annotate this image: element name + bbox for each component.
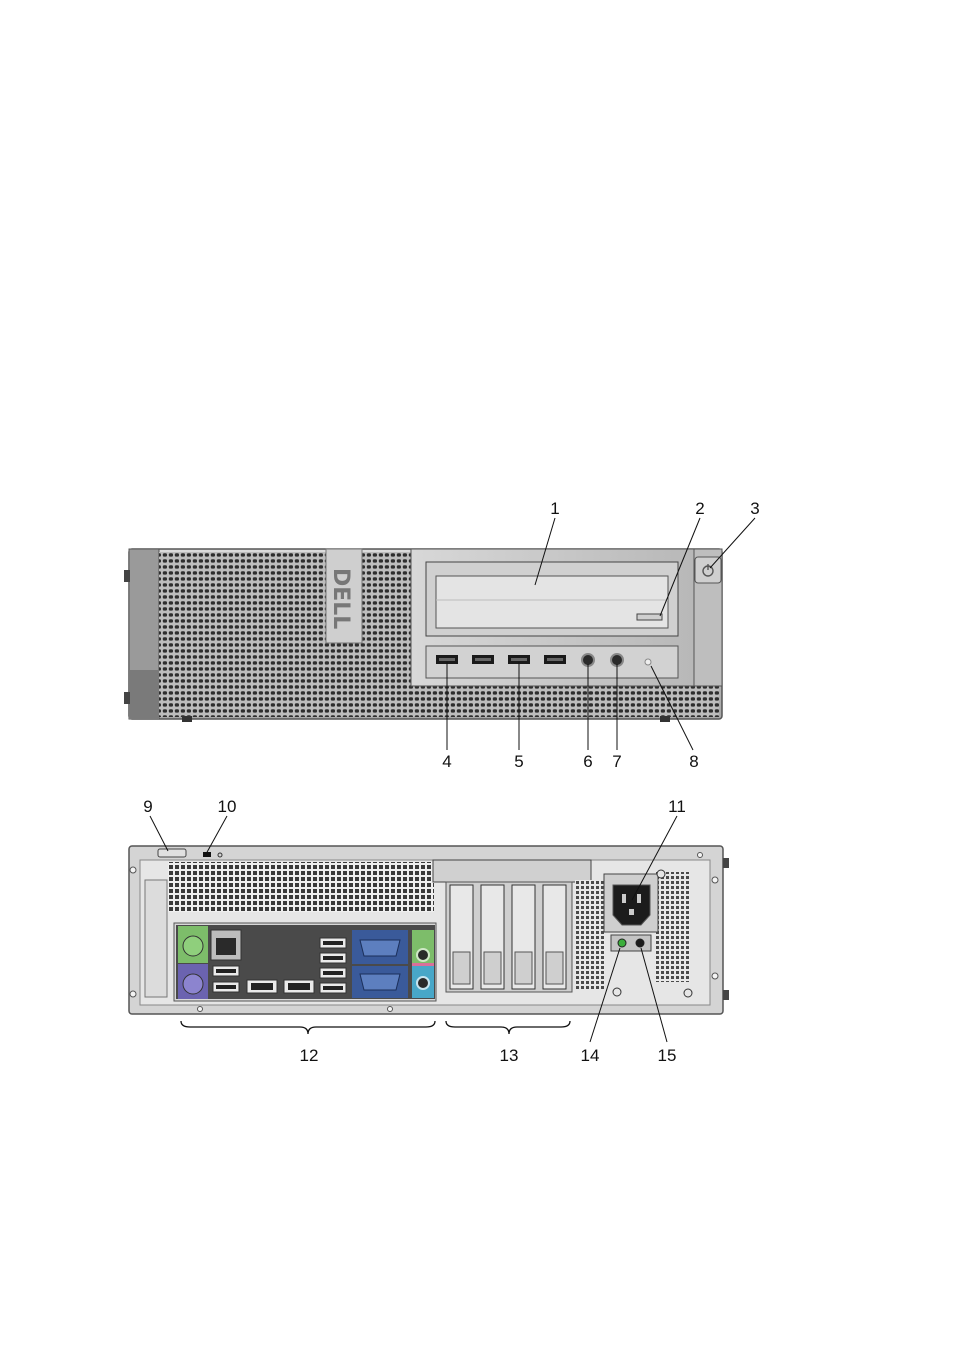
- dell-logo: DELL: [328, 568, 353, 629]
- power-supply-diagnostic-light-icon: [618, 939, 626, 947]
- callout-9: 9: [143, 797, 152, 816]
- callout-5: 5: [514, 752, 523, 771]
- usb-port-icon[interactable]: [472, 655, 494, 664]
- callout-7: 7: [612, 752, 621, 771]
- callout-14: 14: [581, 1046, 600, 1065]
- optical-drive-eject-button[interactable]: [637, 614, 662, 620]
- ps2-mouse-connector[interactable]: [183, 936, 203, 956]
- front-view: DELL: [124, 499, 760, 771]
- callout-11: 11: [668, 797, 686, 816]
- callout-4: 4: [442, 752, 451, 771]
- brace-12: [181, 1021, 435, 1034]
- callout-6: 6: [583, 752, 592, 771]
- psu-vent: [655, 872, 690, 982]
- usb-port-icon[interactable]: [320, 953, 346, 963]
- callout-8: 8: [689, 752, 698, 771]
- callout-15: 15: [658, 1046, 677, 1065]
- usb-port-icon[interactable]: [213, 966, 239, 976]
- usb-port-icon[interactable]: [320, 938, 346, 948]
- power-connector-icon[interactable]: [613, 885, 650, 925]
- usb-port-icon[interactable]: [544, 655, 566, 664]
- usb-port-icon[interactable]: [213, 982, 239, 992]
- back-top-vent: [168, 862, 434, 912]
- callout-1: 1: [550, 499, 559, 518]
- callout-3: 3: [750, 499, 759, 518]
- expansion-card-bracket: [433, 860, 591, 882]
- front-vent-mesh: [159, 552, 411, 717]
- vga-connector[interactable]: [360, 974, 400, 990]
- power-supply-test-button-icon[interactable]: [636, 939, 644, 947]
- ps2-keyboard-connector[interactable]: [183, 974, 203, 994]
- brace-13: [446, 1021, 570, 1034]
- front-left-bezel-base: [129, 670, 159, 719]
- back-side-vent: [575, 880, 605, 990]
- usb-port-icon[interactable]: [320, 983, 346, 993]
- line-in-connector[interactable]: [417, 977, 429, 989]
- displayport-connector[interactable]: [284, 980, 314, 993]
- padlock-ring-icon[interactable]: [158, 849, 186, 857]
- displayport-connector[interactable]: [247, 980, 277, 993]
- front-vent-mesh-lower: [411, 686, 719, 717]
- callout-13: 13: [500, 1046, 519, 1065]
- line-out-connector[interactable]: [417, 949, 429, 961]
- optical-drive: [436, 576, 668, 628]
- usb-port-icon[interactable]: [320, 968, 346, 978]
- callout-2: 2: [695, 499, 704, 518]
- callout-12: 12: [300, 1046, 319, 1065]
- serial-connector[interactable]: [360, 940, 400, 956]
- callout-10: 10: [218, 797, 237, 816]
- back-view: 9 10 11 12 13 14 15: [129, 797, 729, 1065]
- hdd-activity-light-icon: [645, 659, 651, 665]
